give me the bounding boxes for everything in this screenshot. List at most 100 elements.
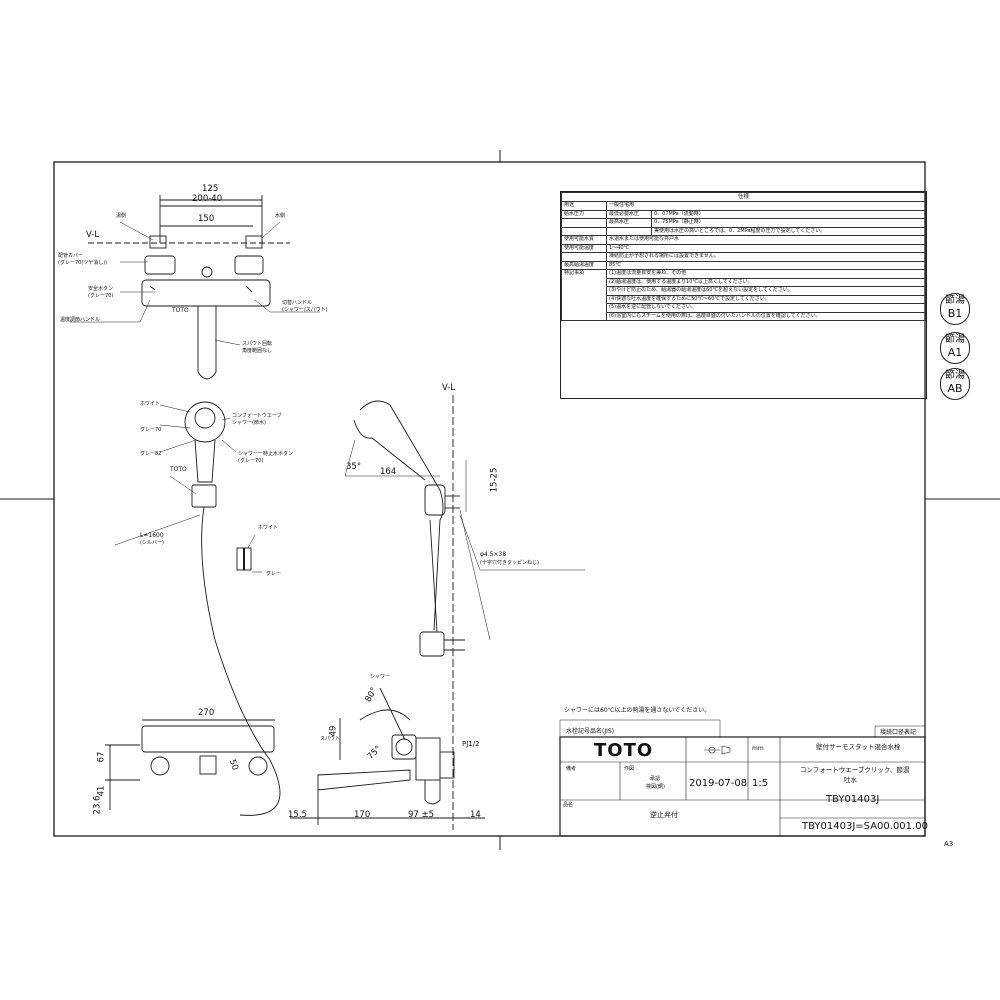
label-shower: シャワー xyxy=(370,674,391,680)
spec-value: 凍結防止が予想される場所には設置できません。 xyxy=(606,252,926,262)
dim-97: 97 ±5 xyxy=(408,810,435,820)
spec-label: 使用可能水質 xyxy=(561,235,607,245)
label-screw-sub: (十字穴付きタッピンねじ) xyxy=(480,560,539,566)
left-header: 水栓記号品名(JIS) xyxy=(566,728,615,735)
dim-164: 164 xyxy=(380,467,397,477)
label-spout-side: スパウト xyxy=(320,736,341,742)
spec-value: 0．07MPa（流動時） xyxy=(651,209,926,220)
shower-head-view xyxy=(184,401,281,816)
spec-value: 実使用は水圧の高いところでは、0．2MPa程度の圧力で設定してください。 xyxy=(651,226,926,237)
spec-value: (3)やけど防止のため、給湯器の給湯温度は60℃を超えない設定をしてください。 xyxy=(606,286,926,296)
sheet-size: A3 xyxy=(944,840,954,848)
label-toto-mark: TOTO xyxy=(172,307,189,314)
dim-35deg: 35° xyxy=(346,462,362,472)
label-shower-stop-button: シャワー一時止水ボタン xyxy=(238,451,294,457)
spec-sub xyxy=(606,226,652,237)
footer-left-label: 品名 xyxy=(563,802,574,808)
faucet-side-view xyxy=(290,687,485,825)
label-vl-left: V-L xyxy=(86,230,100,240)
dim-150: 150 xyxy=(198,214,215,224)
spec-value: 一般住宅用 xyxy=(606,201,926,211)
label-cold: 水側 xyxy=(275,213,286,219)
cell-checked: 検図(鋼) xyxy=(646,784,665,790)
side-view xyxy=(353,395,465,830)
label-switch-handle-sub: (シャワー/スパウト) xyxy=(282,307,328,313)
label-grey82: グレー82 xyxy=(140,451,162,457)
product-subname: コンフォートウエーブクリック、節湯 xyxy=(800,766,910,774)
dim-15-5: 15.5 xyxy=(288,810,307,820)
spec-sub: 最高水圧 xyxy=(606,218,652,228)
label-toto-mark-2: TOTO xyxy=(170,466,187,473)
label-grey: グレー xyxy=(266,571,282,577)
label-spout: スパウト回転 xyxy=(242,341,273,347)
spec-label: 使用可能温度 xyxy=(561,243,607,254)
product-subname-2: 吐水 xyxy=(844,776,857,784)
dim-14: 14 xyxy=(470,810,481,820)
label-screw: φ4.5×38 xyxy=(480,551,507,558)
note-top: シャワーには60℃以上の熱湯を通さないでください。 xyxy=(564,707,711,714)
drawing-date: 2019-07-08 xyxy=(689,778,748,789)
dim-49: 49 xyxy=(328,725,339,737)
dim-23-6: 23.6 xyxy=(92,795,103,815)
faucet-top-view xyxy=(105,719,275,810)
faucet-front-view xyxy=(88,195,290,380)
dim-170: 170 xyxy=(354,810,371,820)
label-switch-handle: 切替ハンドル xyxy=(282,300,313,306)
spec-label xyxy=(561,252,607,262)
label-white-1: ホワイト xyxy=(140,401,161,407)
label-safety-button-sub: (グレー70) xyxy=(88,293,114,299)
product-name: 壁付サーモスタット混合水栓 xyxy=(816,743,901,751)
dim-270: 270 xyxy=(198,708,215,718)
spec-value: (6)浴室内にもスチームを使用の際は、温度目盛の付いたハンドルの位置を確認してく… xyxy=(606,311,926,322)
label-vl-right: V-L xyxy=(442,383,456,393)
spec-label xyxy=(561,218,607,228)
unit: mm xyxy=(752,745,764,752)
spec-value: (1)温度は流量目安を兼ね、その他 xyxy=(606,269,926,279)
footer-left-value: 逆止弁付 xyxy=(650,811,678,819)
label-hot: 湯側 xyxy=(116,213,127,219)
label-cover-sub: (グレー70(ツヤ消し)) xyxy=(58,260,108,266)
label-spout-sub: 角度範囲なし xyxy=(242,348,273,354)
spec-label: 給水圧力 xyxy=(561,209,607,220)
spec-value: (5)温水を逆に配管しないでください。 xyxy=(606,303,926,313)
spec-value: (2)給湯温度は、使用する温度より10℃以上高くしてください。 xyxy=(606,277,926,288)
cell-drawn: 作図 xyxy=(624,766,635,772)
label-comfort-wave-sub: シャワー(節水) xyxy=(232,420,266,426)
dim-15-25: 15-25 xyxy=(489,467,500,493)
label-hose-color: (シルバー) xyxy=(140,540,164,546)
spec-value: 85℃ xyxy=(606,260,926,271)
label-hose-length: L=1600 xyxy=(140,532,164,539)
spec-value: 1～40℃ xyxy=(606,243,926,254)
spec-label: 用途 xyxy=(561,201,607,211)
spec-label: 最高給湯温度 xyxy=(561,260,607,271)
label-white-2: ホワイト xyxy=(258,525,279,531)
spec-value: 水道水または使用可能な井戸水 xyxy=(606,235,926,245)
label-pj: PJ1/2 xyxy=(462,740,480,748)
brand-logo: TOTO xyxy=(594,740,654,761)
spec-sub: 最低必要水圧 xyxy=(606,209,652,220)
model-number: TBY01403J xyxy=(826,794,880,805)
spec-value: 0．75MPa（静止時） xyxy=(651,218,926,228)
title-block xyxy=(559,719,926,837)
label-temp-handle: 温度調節ハンドル xyxy=(60,317,101,323)
spec-label: 特記事項 xyxy=(561,269,607,322)
spec-value: (4)快適な吐水温度を確保するために50℃～60℃で設定してください。 xyxy=(606,294,926,305)
label-shower-stop-button-sub: (グレー70) xyxy=(238,458,264,464)
dim-67: 67 xyxy=(96,751,107,763)
cell-remarks: 備考 xyxy=(566,766,577,772)
label-grey70: グレー70 xyxy=(140,427,162,433)
label-comfort-wave: コンフォートウエーブ xyxy=(232,413,282,419)
spec-title: 仕様 xyxy=(561,191,926,203)
drawing-number: TBY01403J=SA00.001.00 xyxy=(802,821,928,832)
spec-label xyxy=(561,226,607,237)
right-header: 接続口径表記 xyxy=(880,729,917,736)
label-cover: 配管カバー xyxy=(58,253,84,259)
dim-200-40: 200-40 xyxy=(192,194,223,204)
label-safety-button: 安全ボタン xyxy=(88,286,114,292)
dim-125: 125 xyxy=(202,184,219,194)
